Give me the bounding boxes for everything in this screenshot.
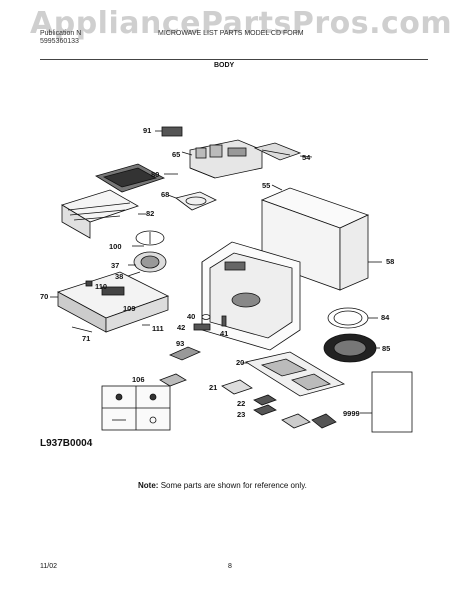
callout-91: 91 (143, 126, 151, 135)
header-divider (40, 59, 428, 60)
callout-42: 42 (177, 323, 185, 332)
oven-cavity (201, 241, 301, 351)
callout-54: 54 (302, 153, 311, 162)
callout-labels: 91 65 54 80 68 55 82 100 37 38 58 110 70… (40, 126, 394, 419)
callout-111: 111 (152, 324, 164, 333)
part-93-strip (168, 346, 202, 361)
part-85-turntable (323, 333, 380, 363)
model-line: MICROWAVE LIST PARTS MODEL CD FORM (158, 30, 304, 37)
callout-41: 41 (220, 329, 228, 338)
callout-93: 93 (176, 339, 184, 348)
callout-58: 58 (386, 257, 394, 266)
part-20-bottom-plate (242, 351, 346, 397)
callout-70: 70 (40, 292, 48, 301)
callout-21: 21 (209, 383, 217, 392)
part-106-hardware-kit (101, 373, 187, 431)
publication-label: Publication N (40, 30, 82, 37)
callout-85: 85 (382, 344, 390, 353)
part-54-panel (253, 142, 313, 161)
page-number: 8 (228, 563, 232, 570)
callout-68: 68 (161, 190, 169, 199)
callout-38: 38 (115, 272, 123, 281)
footer-date: 11/02 (40, 563, 57, 570)
callout-110: 110 (95, 282, 107, 291)
callout-82: 82 (146, 209, 154, 218)
part-65-control-assembly (181, 139, 263, 179)
part-82-shelf (61, 189, 146, 239)
callout-100: 100 (109, 242, 122, 251)
callout-65: 65 (172, 150, 180, 159)
callout-22: 22 (237, 399, 245, 408)
reference-note: Note: Some parts are shown for reference… (138, 481, 307, 490)
callout-106: 106 (132, 375, 145, 384)
publication-number: 5995360133 (40, 38, 79, 45)
callout-80: 80 (151, 170, 159, 179)
part-42-latch (193, 314, 227, 331)
part-70-front-panel (50, 271, 170, 333)
part-37-stirrer-fan (127, 230, 167, 277)
callout-55: 55 (262, 181, 270, 190)
callout-9999: 9999 (343, 409, 360, 418)
section-title: BODY (214, 62, 235, 69)
part-21-cover (221, 379, 337, 429)
callout-84: 84 (381, 313, 390, 322)
part-84-roller-ring (327, 307, 378, 329)
part-80-grease-filter (95, 163, 178, 193)
part-9999-manual (360, 371, 413, 433)
note-label: Note: (138, 481, 159, 490)
callout-109: 109 (123, 304, 136, 313)
watermark: AppliancePartsPros.com (30, 6, 453, 41)
part-68-bracket (167, 191, 217, 211)
publication-info: Publication N 5995360133 (40, 30, 81, 46)
callout-20: 20 (236, 358, 244, 367)
callout-37: 37 (111, 261, 119, 270)
callout-23: 23 (237, 410, 245, 419)
part-91-vent-grille (155, 126, 183, 137)
callout-71: 71 (82, 334, 90, 343)
note-text: Some parts are shown for reference only. (160, 481, 307, 490)
callout-40: 40 (187, 312, 195, 321)
diagram-id: L937B0004 (40, 438, 93, 449)
